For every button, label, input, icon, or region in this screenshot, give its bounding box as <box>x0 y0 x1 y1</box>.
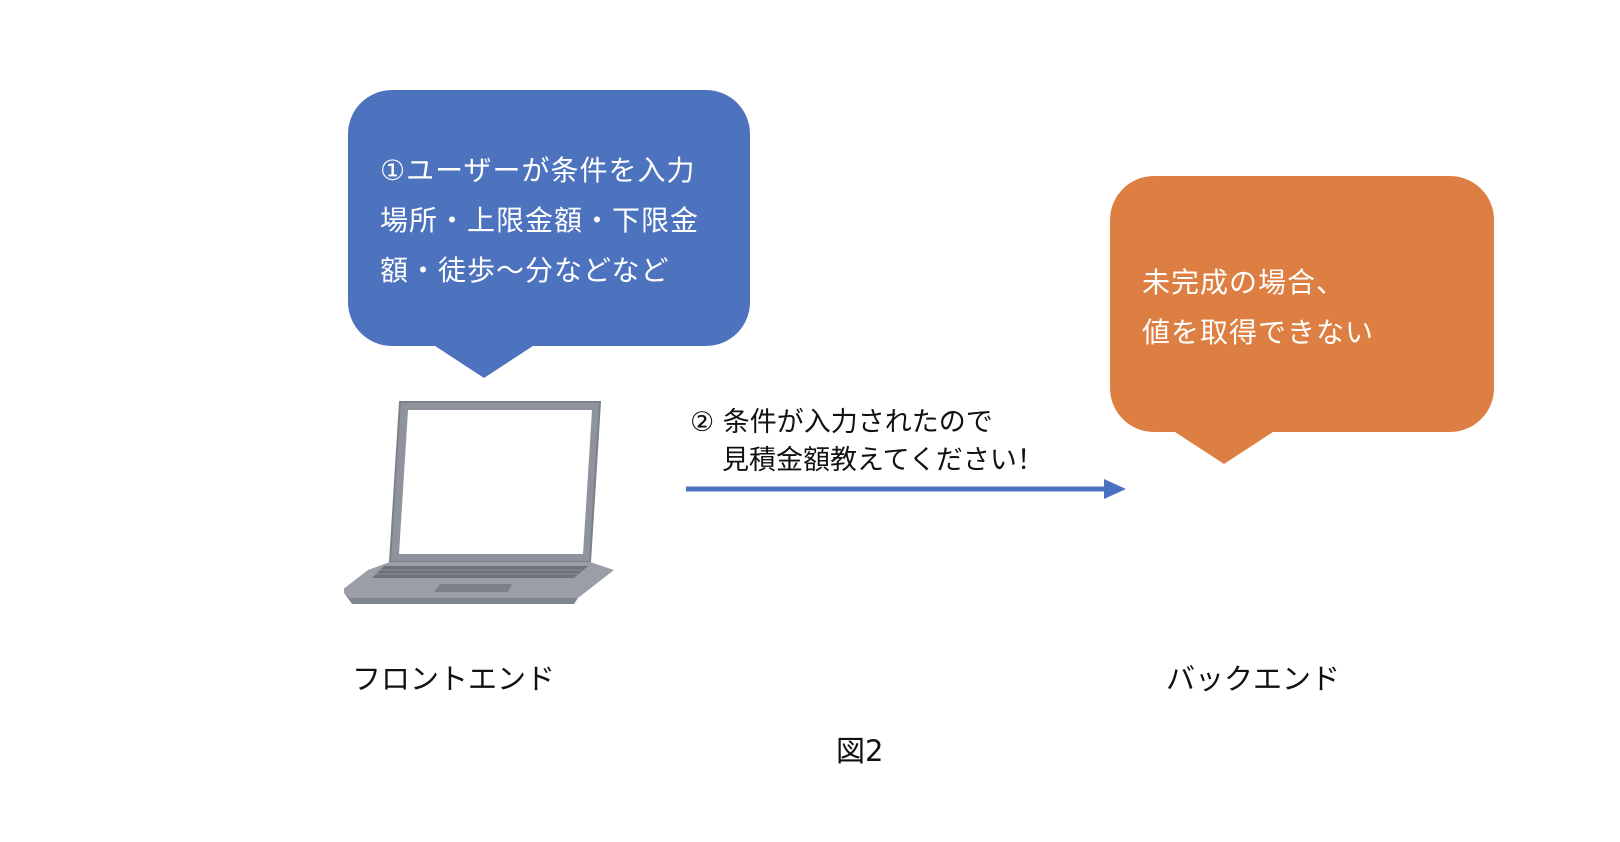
request-line-1: ② 条件が入力されたので <box>690 407 993 438</box>
request-arrow <box>686 479 1126 499</box>
backend-speech-bubble: 未完成の場合、 値を取得できない <box>1110 176 1494 432</box>
backend-bubble-line-1: 未完成の場合、 <box>1142 266 1346 299</box>
backend-label: バックエンド <box>1166 662 1341 696</box>
request-line-2: 見積金額教えてください！ <box>722 445 1044 476</box>
frontend-bubble-line-3: 額・徒歩〜分などなど <box>380 254 670 287</box>
arrow-head <box>1104 479 1126 499</box>
frontend-bubble-tail <box>432 344 536 378</box>
backend-bubble-line-2: 値を取得できない <box>1142 316 1375 349</box>
request-message: ② 条件が入力されたので 見積金額教えてください！ <box>690 404 1044 480</box>
frontend-speech-bubble: ①ユーザーが条件を入力 場所・上限金額・下限金 額・徒歩〜分などなど <box>348 90 750 346</box>
frontend-label: フロントエンド <box>352 662 556 696</box>
laptop-icon <box>344 401 614 604</box>
backend-bubble-tail <box>1172 430 1276 464</box>
frontend-bubble-line-2: 場所・上限金額・下限金 <box>380 204 700 237</box>
figure-caption: 図2 <box>836 734 884 768</box>
frontend-bubble-line-1: ①ユーザーが条件を入力 <box>380 154 696 187</box>
